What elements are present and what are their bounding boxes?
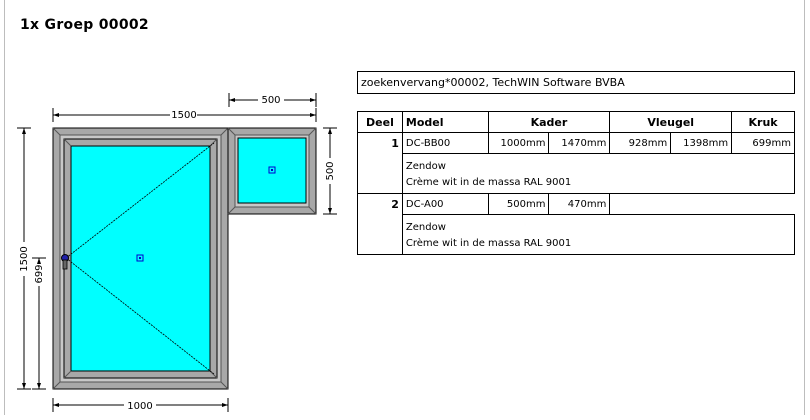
table-row: 2 DC-A00 500mm 470mm [357, 193, 795, 255]
dimension-handle-height: 699 [32, 257, 46, 390]
description-color: Crème wit in de massa RAL 9001 [405, 176, 572, 188]
description-color: Crème wit in de massa RAL 9001 [405, 237, 572, 249]
description-brand: Zendow [405, 221, 446, 233]
dimension-right-height: 500 [323, 127, 337, 215]
table-row-description: Zendow Crème wit in de massa RAL 9001 [358, 214, 796, 255]
window-border [4, 0, 805, 415]
info-box: zoekenvervang*00002, TechWIN Software BV… [357, 71, 795, 94]
window-part-2 [227, 127, 317, 215]
cell-empty [609, 193, 795, 215]
header-model: Model [401, 111, 489, 133]
dimension-label-top-right: 500 [261, 95, 280, 106]
page-title: 1x Groep 00002 [20, 17, 149, 33]
dimension-total-width: 1500 [52, 108, 317, 122]
cell-deel: 2 [357, 193, 403, 255]
dimension-top-right-width: 500 [228, 93, 317, 107]
parts-table: Deel Model Kader Vleugel Kruk 1 DC-BB00 … [357, 111, 796, 255]
dimension-label-left-height: 1500 [19, 246, 30, 271]
handle-icon [61, 254, 69, 270]
window-part-1 [52, 127, 229, 390]
description-brand: Zendow [405, 160, 446, 172]
dimension-bottom-width: 1000 [52, 398, 229, 412]
table-row: 1 DC-BB00 1000mm 1470mm 928mm 1398mm 699… [357, 132, 795, 194]
cell-deel: 1 [357, 132, 403, 194]
dimension-left-height: 1500 [17, 127, 31, 390]
dimension-label-handle-height: 699 [34, 264, 45, 283]
cell-description: Zendow Crème wit in de massa RAL 9001 [401, 153, 796, 194]
table-row-description: Zendow Crème wit in de massa RAL 9001 [358, 153, 796, 194]
table-header-row: Deel Model Kader Vleugel Kruk [357, 111, 795, 133]
cell-description: Zendow Crème wit in de massa RAL 9001 [401, 214, 796, 255]
dimension-label-bottom-width: 1000 [127, 401, 152, 412]
dimension-label-total-width: 1500 [171, 110, 196, 121]
dimension-label-right-height: 500 [325, 161, 336, 180]
